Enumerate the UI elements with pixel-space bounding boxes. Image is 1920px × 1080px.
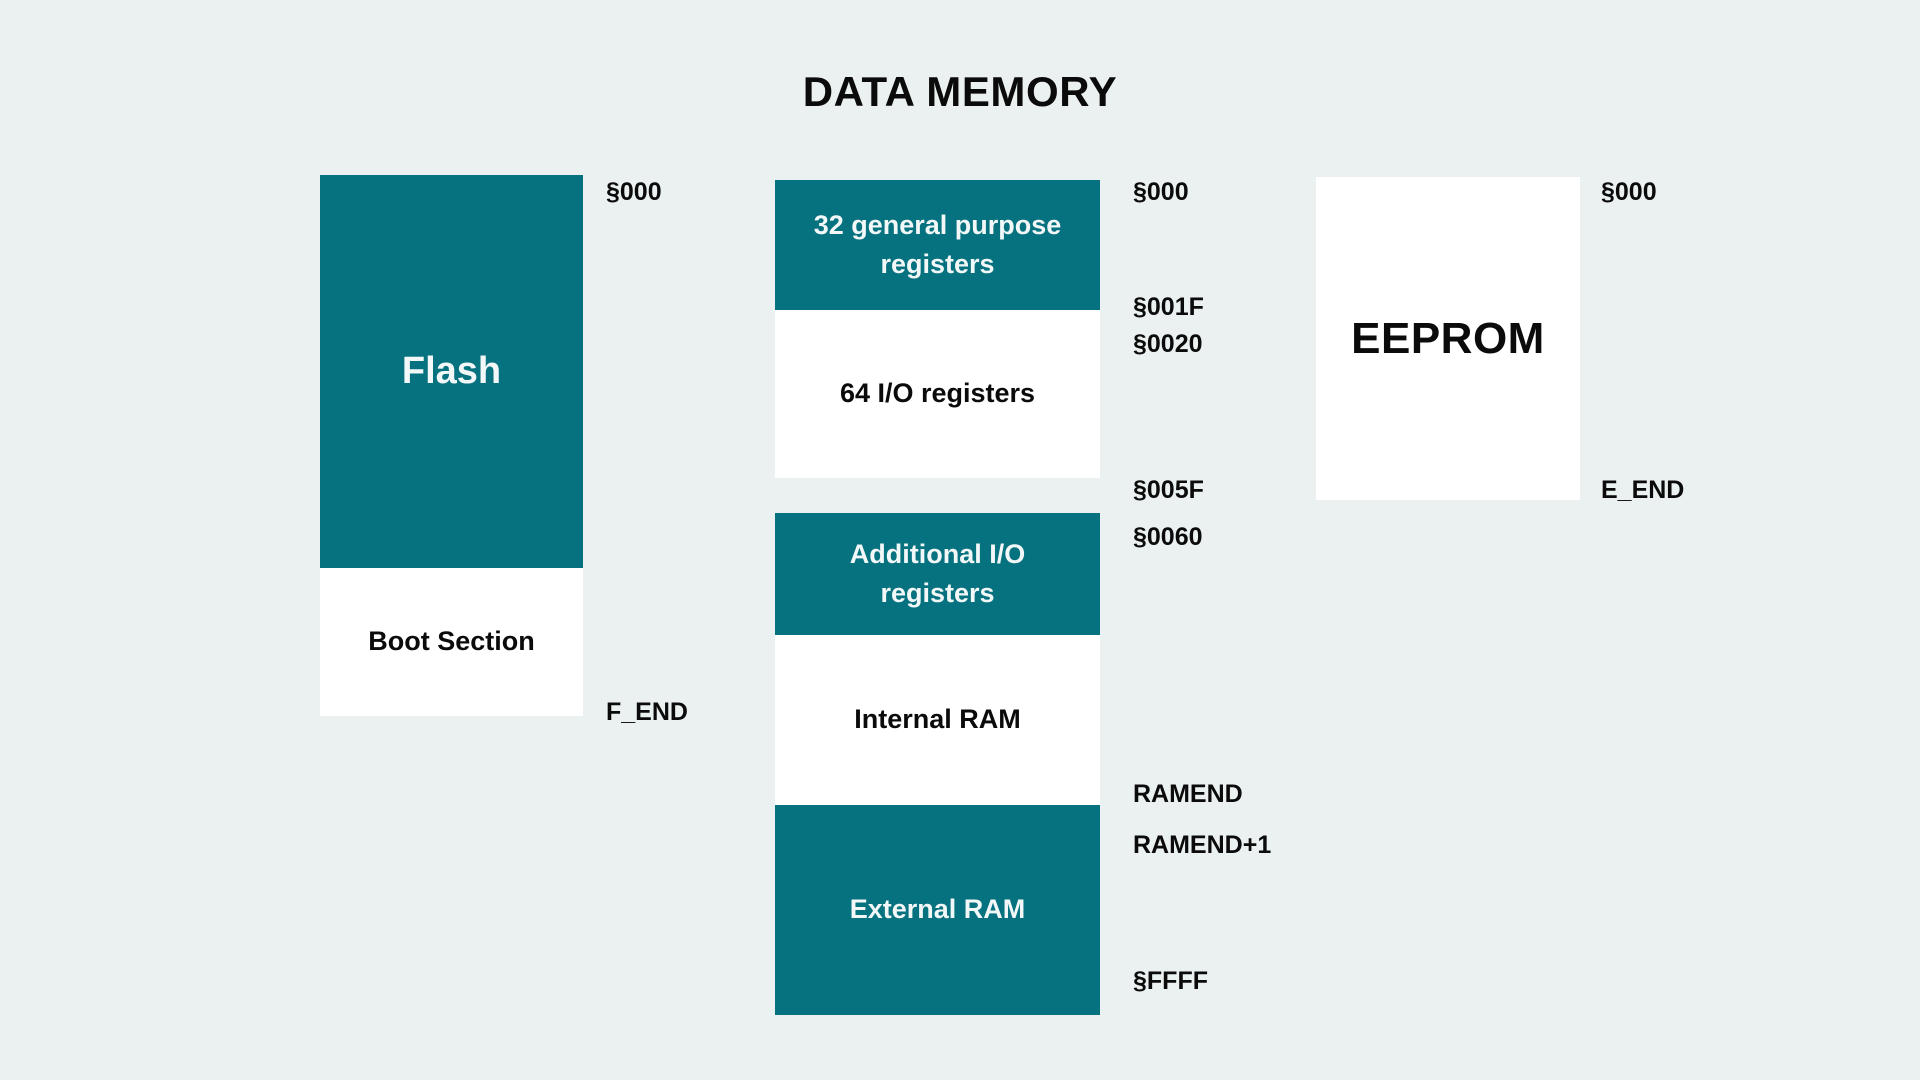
io-registers-label: 64 I/O registers: [839, 378, 1036, 409]
additional-io-registers-block: Additional I/O registers: [775, 513, 1100, 635]
eeprom-address-end: E_END: [1601, 476, 1685, 504]
data-memory-column: 32 general purpose registers 64 I/O regi…: [775, 180, 1100, 1015]
flash-block: Flash: [320, 175, 583, 568]
external-ram-block: External RAM: [775, 805, 1100, 1015]
internal-ram-label: Internal RAM: [854, 704, 1021, 735]
eeprom-address-start: §000: [1601, 178, 1657, 206]
additional-io-registers-label: Additional I/O registers: [849, 538, 1026, 608]
external-ram-label: External RAM: [849, 894, 1026, 925]
flash-block-label: Flash: [401, 349, 502, 392]
boot-section-block: Boot Section: [320, 568, 583, 716]
internal-ram-block: Internal RAM: [775, 635, 1100, 805]
data-memory-address-005f: §005F: [1133, 476, 1204, 504]
data-memory-address-001f: §001F: [1133, 293, 1204, 321]
boot-section-label: Boot Section: [368, 626, 535, 657]
data-memory-address-ffff: §FFFF: [1133, 967, 1208, 995]
page-title: DATA MEMORY: [802, 68, 1118, 115]
eeprom-block-label: EEPROM: [1351, 313, 1545, 363]
data-memory-address-0060: §0060: [1133, 523, 1203, 551]
data-memory-address-ramend-plus-1: RAMEND+1: [1133, 831, 1272, 859]
eeprom-column: EEPROM: [1316, 177, 1580, 500]
eeprom-block: EEPROM: [1316, 177, 1580, 500]
flash-memory-column: Flash Boot Section: [320, 175, 583, 716]
io-registers-block: 64 I/O registers: [775, 310, 1100, 478]
flash-address-end: F_END: [606, 698, 688, 726]
general-purpose-registers-label: 32 general purpose registers: [813, 209, 1062, 279]
data-memory-address-0000: §000: [1133, 178, 1189, 206]
general-purpose-registers-block: 32 general purpose registers: [775, 180, 1100, 310]
data-memory-address-ramend: RAMEND: [1133, 780, 1243, 808]
data-memory-address-0020: §0020: [1133, 330, 1203, 358]
flash-address-start: §000: [606, 178, 662, 206]
